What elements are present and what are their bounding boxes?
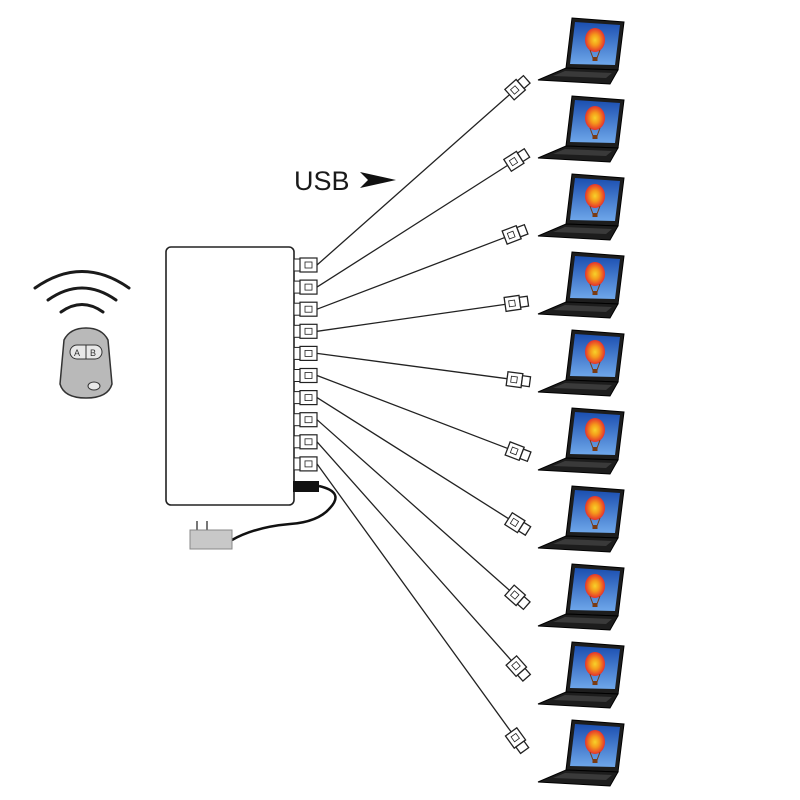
- usb-label: USB: [294, 166, 350, 196]
- usb-connector-icon: [503, 74, 531, 101]
- laptop-icon: [537, 329, 625, 397]
- usb-cable: [316, 419, 510, 591]
- hub-port: [293, 323, 318, 339]
- wifi-signal-icon: [33, 270, 131, 314]
- usb-cable: [316, 463, 512, 733]
- hub-port: [293, 279, 318, 295]
- hub-port: [293, 412, 318, 428]
- hub-port: [293, 390, 318, 406]
- usb-connectors: [501, 74, 532, 755]
- usb-connector-icon: [505, 654, 532, 682]
- usb-cable: [316, 352, 508, 380]
- laptop-icon: [537, 641, 625, 709]
- usb-connector-icon: [503, 511, 532, 537]
- power-adapter-icon: [189, 481, 337, 550]
- usb-cable: [316, 236, 505, 310]
- usb-connector-icon: [503, 584, 531, 611]
- hub-port: [293, 367, 318, 384]
- usb-hub-box: [165, 246, 295, 506]
- usb-cable: [316, 374, 508, 450]
- laptop-icon: [537, 95, 625, 163]
- laptop-icon: [537, 173, 625, 241]
- usb-cable: [316, 303, 506, 332]
- laptops: [537, 17, 625, 787]
- usb-cables: [316, 94, 512, 733]
- laptop-icon: [537, 407, 625, 475]
- usb-connector-icon: [501, 223, 529, 245]
- remote-button-b: B: [90, 348, 96, 358]
- hub-port: [293, 434, 318, 450]
- remote-button-a: A: [74, 348, 80, 358]
- usb-cable: [316, 441, 512, 661]
- hub-port: [293, 301, 318, 317]
- laptop-icon: [537, 17, 625, 85]
- usb-connector-icon: [504, 441, 532, 463]
- remote-control-icon: A B: [59, 327, 113, 399]
- usb-connector-icon: [505, 371, 532, 389]
- hub-port: [293, 257, 318, 273]
- laptop-icon: [537, 485, 625, 553]
- usb-connector-icon: [503, 294, 530, 313]
- laptop-icon: [537, 251, 625, 319]
- usb-connector-icon: [504, 726, 530, 755]
- laptop-icon: [537, 719, 625, 787]
- hub-ports: [293, 257, 318, 472]
- usb-cable: [316, 164, 508, 288]
- usb-cable: [316, 94, 510, 266]
- arrow-right-icon: [360, 172, 396, 188]
- hub-port: [293, 456, 318, 472]
- usb-connector-icon: [502, 147, 531, 173]
- laptop-icon: [537, 563, 625, 631]
- hub-port: [293, 345, 318, 361]
- usb-cable: [316, 397, 509, 520]
